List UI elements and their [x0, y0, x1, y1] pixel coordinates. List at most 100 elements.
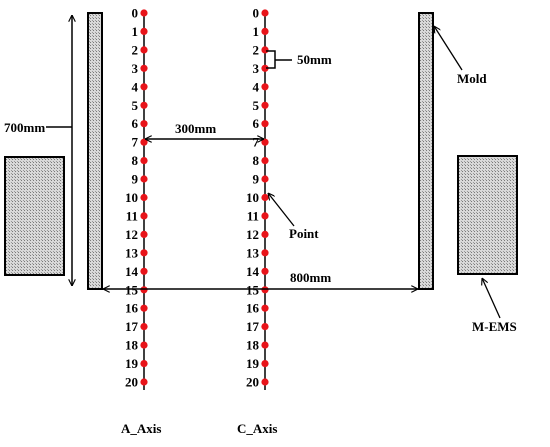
c-axis-point-5 [261, 101, 269, 109]
c-axis-point-6 [261, 120, 269, 128]
c-axis-point-number-13: 13 [246, 245, 260, 260]
a-axis-point-number-8: 8 [132, 153, 139, 168]
c-axis-point-11 [261, 212, 269, 220]
c-axis-point-15 [261, 286, 269, 294]
a-axis-point-4 [140, 83, 148, 91]
a-axis-point-number-16: 16 [125, 301, 139, 316]
a-axis-point-15 [140, 286, 148, 294]
c-axis-point-1 [261, 27, 269, 35]
mold-label: Mold [457, 71, 487, 86]
point-label: Point [289, 226, 319, 241]
left-mems-coil [4, 156, 65, 276]
c-axis-point-number-18: 18 [246, 338, 260, 353]
mems-callout-leader [482, 278, 501, 319]
c-axis-point-number-16: 16 [246, 301, 260, 316]
a-axis-point-number-14: 14 [125, 264, 139, 279]
c-axis-point-9 [261, 175, 269, 183]
a-axis-point-number-20: 20 [125, 375, 138, 390]
a-axis-point-20 [140, 378, 148, 386]
a-axis-point-3 [140, 64, 148, 72]
a-axis-point-8 [140, 157, 148, 165]
a-axis-point-2 [140, 46, 148, 54]
a-axis-point-0 [140, 9, 148, 17]
c-axis-point-10 [261, 193, 269, 202]
a-axis-point-number-19: 19 [125, 356, 139, 371]
c-axis-point-number-19: 19 [246, 356, 260, 371]
a-axis-point-9 [140, 175, 148, 183]
a-axis-point-number-0: 0 [132, 6, 139, 21]
c-axis-point-number-12: 12 [246, 227, 259, 242]
a-axis-point-18 [140, 341, 148, 349]
a-axis-point-19 [140, 360, 148, 368]
c-axis-point-number-17: 17 [246, 319, 260, 334]
a-axis-point-number-17: 17 [125, 319, 139, 334]
left-mold-plate [87, 12, 103, 290]
mold-height-label: 700mm [4, 120, 45, 135]
a-axis-point-17 [140, 323, 148, 331]
c-axis-point-2 [261, 46, 269, 54]
a-axis-point-number-9: 9 [132, 172, 139, 187]
a-axis-point-5 [140, 101, 148, 109]
c-axis-point-19 [261, 360, 269, 368]
a-axis-point-number-2: 2 [132, 42, 139, 57]
c-axis-point-0 [261, 9, 269, 17]
c-axis-point-number-10: 10 [246, 190, 259, 205]
a-axis-point-number-7: 7 [132, 135, 139, 150]
c-axis-point-number-4: 4 [253, 79, 260, 94]
c-axis-point-number-6: 6 [253, 116, 260, 131]
point-callout-leader [268, 193, 295, 227]
c-axis-point-number-0: 0 [253, 6, 260, 21]
a-axis-point-number-18: 18 [125, 338, 139, 353]
point-spacing-bracket [266, 50, 276, 69]
c-axis-point-number-7: 7 [253, 135, 260, 150]
mold-spacing-label: 800mm [290, 270, 331, 285]
a-axis-point-number-15: 15 [125, 282, 139, 297]
c-axis-point-number-14: 14 [246, 264, 260, 279]
a-axis-point-12 [140, 230, 148, 238]
c-axis-point-4 [261, 83, 269, 91]
axis-spacing-label: 300mm [175, 121, 216, 136]
a-axis-point-number-5: 5 [132, 98, 139, 113]
a-axis-point-number-11: 11 [126, 208, 138, 223]
a-axis-point-1 [140, 27, 148, 35]
right-mold-plate [418, 12, 434, 290]
c-axis-point-number-8: 8 [253, 153, 260, 168]
c-axis-point-14 [261, 267, 269, 275]
mold-callout-leader [434, 26, 463, 71]
right-mems-coil [457, 155, 518, 275]
a-axis-point-13 [140, 249, 148, 257]
a-axis-point-11 [140, 212, 148, 220]
c-axis-point-18 [261, 341, 269, 349]
point-spacing-label: 50mm [297, 52, 332, 67]
c-axis-point-number-9: 9 [253, 172, 260, 187]
c-axis-point-number-2: 2 [253, 42, 260, 57]
a-axis-point-number-13: 13 [125, 245, 139, 260]
a-axis-point-number-4: 4 [132, 79, 139, 94]
c-axis-point-number-20: 20 [246, 375, 259, 390]
c-axis-point-number-5: 5 [253, 98, 260, 113]
a-axis-point-10 [140, 193, 148, 202]
c-axis-point-3 [261, 64, 269, 72]
c-axis-point-20 [261, 378, 269, 386]
mems-label: M-EMS [472, 319, 517, 334]
a-axis-label: A_Axis [121, 421, 161, 436]
a-axis-point-16 [140, 304, 148, 312]
c-axis-point-number-3: 3 [253, 61, 260, 76]
c-axis-point-number-1: 1 [253, 24, 260, 39]
c-axis-label: C_Axis [237, 421, 277, 436]
c-axis-point-8 [261, 157, 269, 165]
c-axis-point-17 [261, 323, 269, 331]
c-axis-point-13 [261, 249, 269, 257]
a-axis-point-number-1: 1 [132, 24, 139, 39]
c-axis-point-16 [261, 304, 269, 312]
c-axis-point-12 [261, 230, 269, 238]
a-axis-point-number-6: 6 [132, 116, 139, 131]
c-axis-point-number-11: 11 [247, 208, 259, 223]
a-axis-point-number-3: 3 [132, 61, 139, 76]
a-axis-point-14 [140, 267, 148, 275]
a-axis-point-number-12: 12 [125, 227, 138, 242]
